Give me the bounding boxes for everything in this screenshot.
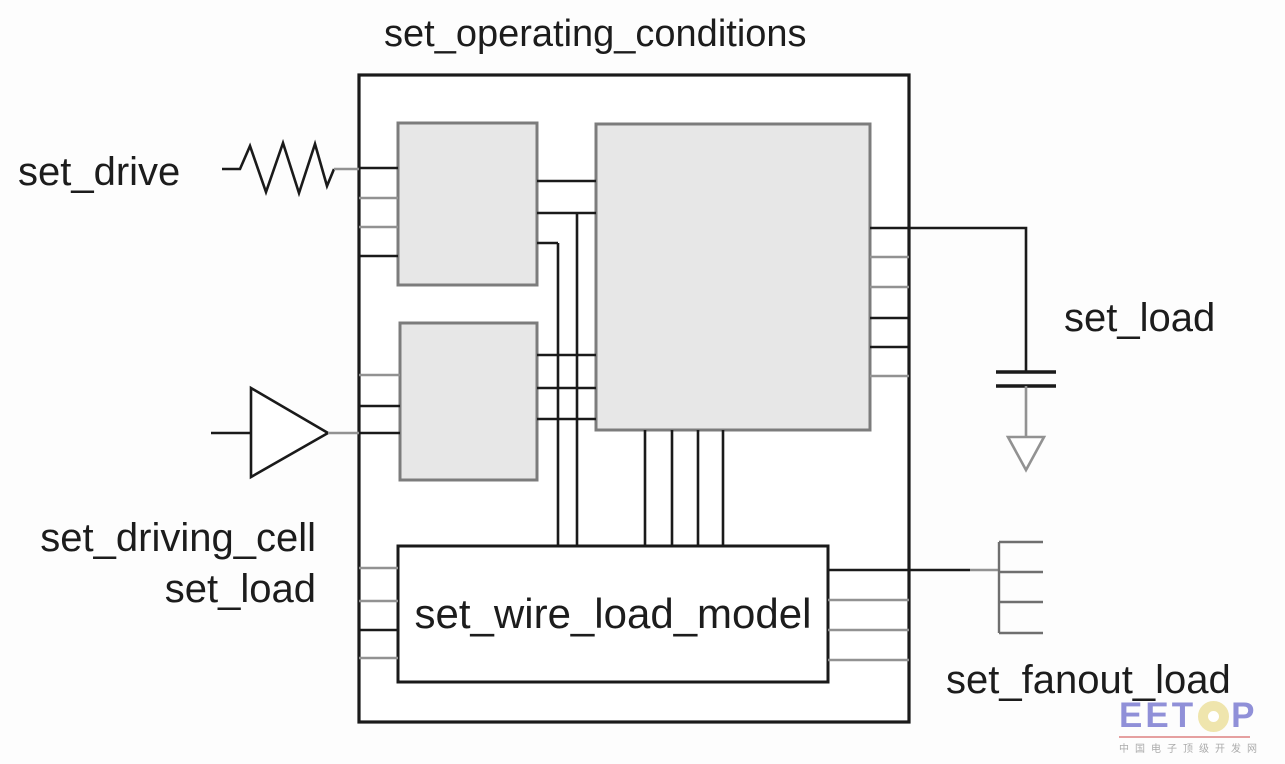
internal-wires: [537, 179, 725, 546]
cell-block-top-left: [396, 121, 539, 287]
pin-stubs-right: [870, 226, 909, 378]
pin-stubs-left-bottom: [359, 373, 400, 435]
ground-arrow-icon: [1005, 435, 1047, 473]
resistor-icon: [222, 138, 359, 198]
eetop-logo: EET P: [1119, 696, 1285, 735]
pin-stubs-left-top: [359, 166, 398, 258]
label-set-fanout-load: set_fanout_load: [946, 658, 1231, 702]
logo-letters-eet: EET: [1119, 696, 1197, 735]
label-set-driving-cell: set_driving_cell: [40, 516, 316, 560]
diagram-title: set_operating_conditions: [384, 13, 807, 55]
logo-letter-p: P: [1231, 696, 1258, 735]
eetop-watermark: EET P 中国电子顶级开发网: [1119, 696, 1285, 755]
logo-o-circle-icon: [1198, 700, 1230, 732]
logo-tagline: 中国电子顶级开发网: [1119, 744, 1263, 755]
label-set-load-output: set_load: [1064, 296, 1216, 340]
fanout-icon: [909, 540, 1043, 635]
label-set-load-input: set_load: [164, 567, 316, 611]
cell-block-large-right: [594, 122, 872, 432]
wire-load-model-block: [396, 544, 830, 684]
cell-block-bottom-left: [398, 321, 539, 482]
label-set-wire-load-model: set_wire_load_model: [414, 590, 812, 637]
logo-underline: [1119, 736, 1250, 738]
label-set-drive: set_drive: [18, 150, 181, 194]
label-driving-cell-group: set_driving_cell set_load: [14, 513, 316, 615]
pin-stubs-wire-load: [359, 566, 909, 662]
capacitor-icon: [909, 226, 1056, 437]
buffer-triangle-icon: [211, 385, 359, 480]
inner-cell-blocks: [396, 121, 872, 482]
